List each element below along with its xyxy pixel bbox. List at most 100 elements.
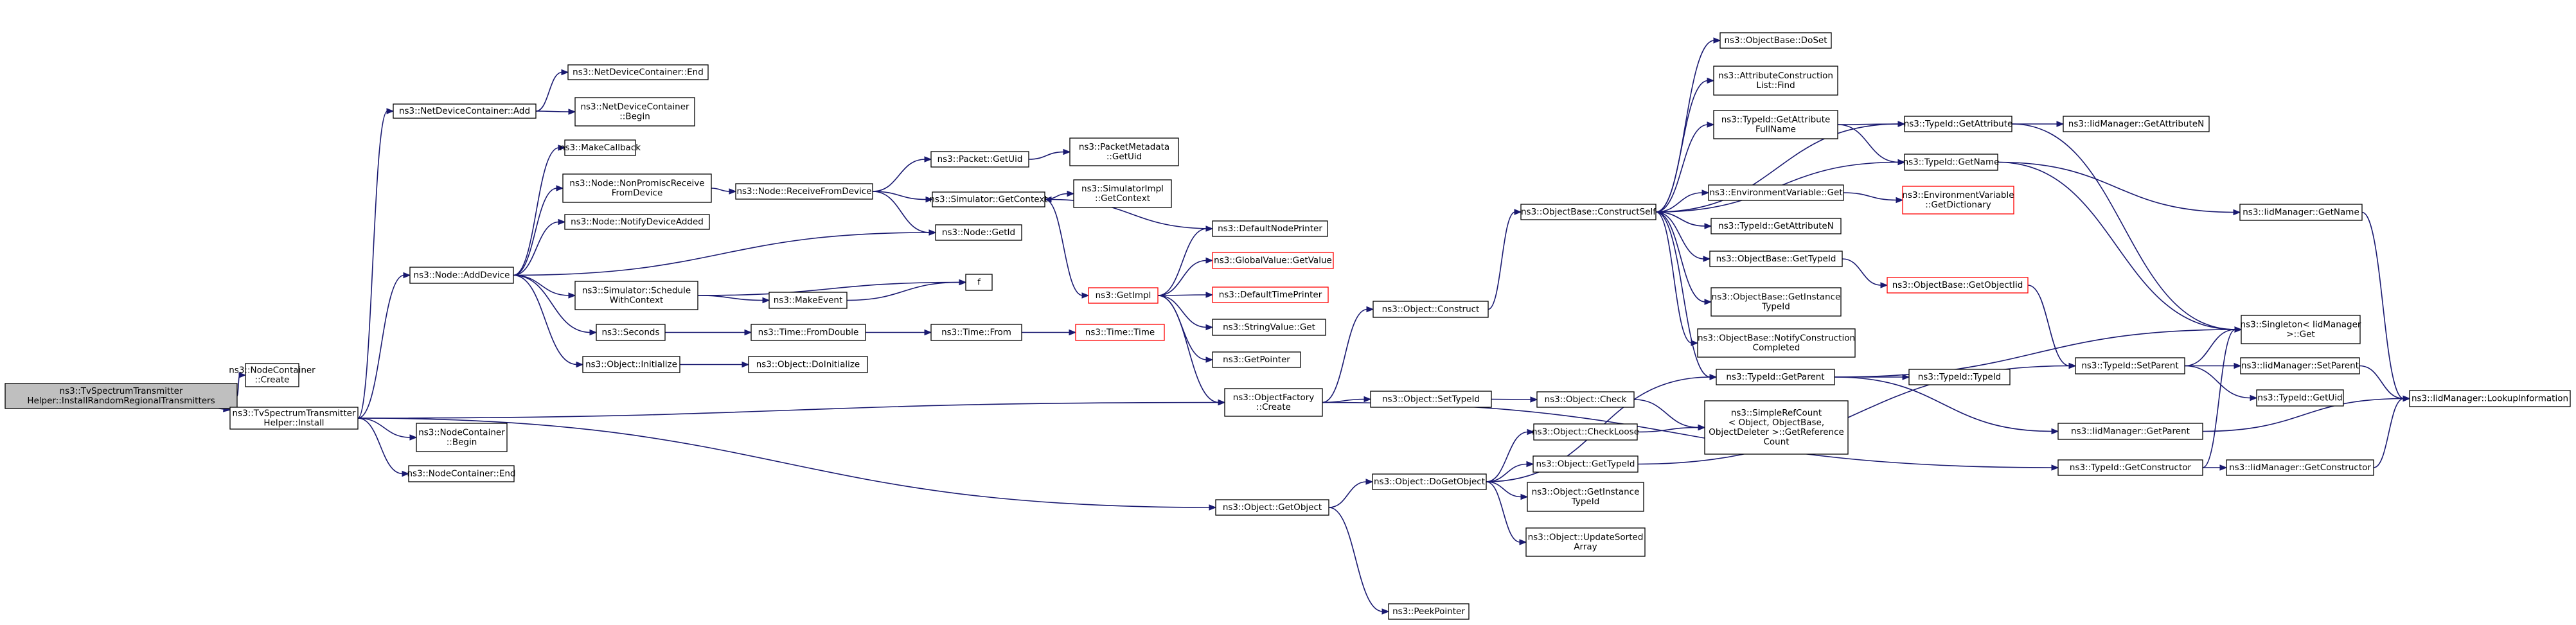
node-doGetObject[interactable]: ns3::Object::DoGetObject	[1372, 473, 1487, 490]
node-receiveFrom[interactable]: ns3::Node::ReceiveFromDevice	[735, 183, 873, 200]
edge-constructSelf-to-attrListFind	[1655, 77, 1715, 213]
edge-arrowhead	[1514, 209, 1522, 215]
node-constructSelf[interactable]: ns3::ObjectBase::ConstructSelf	[1520, 204, 1657, 220]
node-fromDouble[interactable]: ns3::Time::FromDouble	[751, 324, 866, 341]
node-nodeGetId[interactable]: ns3::Node::GetId	[935, 224, 1022, 241]
node-iidSetParent[interactable]: ns3::IidManager::SetParent	[2240, 357, 2360, 374]
node-addDevice[interactable]: ns3::Node::AddDevice	[409, 267, 514, 284]
node-globalValueGetValue[interactable]: ns3::GlobalValue::GetValue	[1212, 252, 1334, 269]
node-packetGetUid[interactable]: ns3::Packet::GetUid	[930, 151, 1029, 168]
node-root[interactable]: ns3::TvSpectrumTransmitterHelper::Instal…	[4, 383, 238, 409]
node-iidLookupInformation[interactable]: ns3::IidManager::LookupInformation	[2409, 390, 2571, 407]
node-seconds[interactable]: ns3::Seconds	[596, 324, 666, 341]
node-envGetDict[interactable]: ns3::EnvironmentVariable::GetDictionary	[1902, 186, 2014, 215]
edge-iidSetParent-to-iidLookupInformation	[2359, 365, 2411, 402]
node-simImplGetContext[interactable]: ns3::SimulatorImpl::GetContext	[1073, 179, 1172, 208]
node-label: ns3::ObjectBase::GetTypeId	[1716, 254, 1836, 264]
node-label: < Object, ObjectBase,	[1728, 418, 1824, 428]
node-stringValueGet[interactable]: ns3::StringValue::Get	[1212, 319, 1326, 336]
node-defaultTimePrinter[interactable]: ns3::DefaultTimePrinter	[1212, 286, 1329, 303]
node-getImpl[interactable]: ns3::GetImpl	[1088, 287, 1159, 304]
node-typeIdTypeId[interactable]: ns3::TypeId::TypeId	[1908, 369, 2011, 385]
edge-line	[1655, 211, 1711, 378]
edge-arrowhead	[556, 185, 564, 191]
node-typeIdGetUid[interactable]: ns3::TypeId::GetUid	[2256, 389, 2344, 407]
node-objCheckLoose[interactable]: ns3::Object::CheckLoose	[1532, 423, 1639, 441]
node-objFactoryCreate[interactable]: ns3::ObjectFactory::Create	[1224, 388, 1323, 417]
edge-line	[1328, 507, 1383, 612]
node-label: ns3::ObjectBase::GetInstance	[1712, 292, 1841, 303]
node-objCheck[interactable]: ns3::Object::Check	[1536, 391, 1635, 408]
node-box	[1709, 251, 1843, 267]
node-install[interactable]: ns3::TvSpectrumTransmitterHelper::Instal…	[229, 407, 359, 430]
node-ndcAdd[interactable]: ns3::NetDeviceContainer::Add	[393, 103, 537, 119]
node-ndcEnd[interactable]: ns3::NetDeviceContainer::End	[567, 64, 709, 80]
edge-arrowhead	[2403, 395, 2411, 402]
node-typeIdGetAttributeN[interactable]: ns3::TypeId::GetAttributeN	[1710, 218, 1842, 234]
node-typeIdGetAttribute[interactable]: ns3::TypeId::GetAttribute	[1904, 116, 2013, 132]
node-typeIdGetConstructor[interactable]: ns3::TypeId::GetConstructor	[2057, 459, 2203, 476]
edge-objFactoryCreate-to-objConstruct	[1322, 306, 1374, 403]
node-peekPointer[interactable]: ns3::PeekPointer	[1388, 603, 1470, 620]
node-iidGetParent[interactable]: ns3::IidManager::GetParent	[2057, 423, 2203, 440]
node-objBaseDoSet[interactable]: ns3::ObjectBase::DoSet	[1719, 32, 1832, 49]
node-ncCreate[interactable]: ns3::NodeContainer::Create	[229, 363, 315, 387]
node-objBaseGetObjectIid[interactable]: ns3::ObjectBase::GetObjectIid	[1887, 277, 2029, 294]
node-objInitialize[interactable]: ns3::Object::Initialize	[582, 356, 680, 373]
node-typeIdSetParent[interactable]: ns3::TypeId::SetParent	[2075, 357, 2185, 374]
edge-getImpl-to-objFactoryCreate	[1157, 295, 1226, 406]
node-makeEvent[interactable]: ns3::MakeEvent	[768, 292, 848, 309]
node-label: ns3::IidManager::SetParent	[2241, 361, 2359, 371]
node-getPointer[interactable]: ns3::GetPointer	[1212, 351, 1301, 368]
node-timeTime[interactable]: ns3::Time::Time	[1075, 324, 1165, 341]
edge-addDevice-to-nonPromisc	[513, 185, 564, 276]
node-objGetObject[interactable]: ns3::Object::GetObject	[1215, 499, 1329, 516]
node-makeCallback[interactable]: ns3::MakeCallback	[560, 139, 641, 156]
edge-line	[357, 418, 404, 475]
node-pktMetaGetUid[interactable]: ns3::PacketMetadata::GetUid	[1069, 137, 1179, 166]
node-singletonGet[interactable]: ns3::Singleton< IidManager>::Get	[2241, 315, 2361, 344]
node-objConstruct[interactable]: ns3::Object::Construct	[1372, 301, 1489, 318]
edge-addDevice-to-seconds	[513, 274, 598, 336]
node-label: ns3::TypeId::GetAttributeN	[1718, 221, 1834, 231]
edge-line	[2027, 285, 2070, 367]
node-doInitialize[interactable]: ns3::Object::DoInitialize	[748, 356, 868, 373]
edge-typeIdSetParent-to-singletonGet	[2184, 326, 2243, 367]
node-iidGetName[interactable]: ns3::IidManager::GetName	[2239, 204, 2363, 221]
node-ncBegin[interactable]: ns3::NodeContainer::Begin	[416, 423, 508, 452]
edge-arrowhead	[1381, 608, 1390, 615]
node-label: Helper::InstallRandomRegionalTransmitter…	[27, 396, 215, 406]
edge-line	[1842, 258, 1882, 286]
edge-line	[1486, 481, 1521, 543]
node-notifyDev[interactable]: ns3::Node::NotifyDeviceAdded	[564, 214, 710, 230]
node-iidGetConstructor[interactable]: ns3::IidManager::GetConstructor	[2226, 459, 2374, 476]
node-box	[1372, 301, 1489, 318]
node-objBaseGetTypeId[interactable]: ns3::ObjectBase::GetTypeId	[1709, 251, 1843, 267]
node-setTypeId[interactable]: ns3::Object::SetTypeId	[1370, 391, 1492, 408]
node-simGetContext[interactable]: ns3::Simulator::GetContext	[929, 191, 1048, 207]
node-box	[416, 423, 508, 452]
node-f[interactable]: f	[965, 274, 993, 291]
node-ndcBegin[interactable]: ns3::NetDeviceContainer::Begin	[574, 97, 695, 127]
node-box	[1902, 186, 2014, 215]
node-typeIdGetParent[interactable]: ns3::TypeId::GetParent	[1716, 369, 1835, 385]
node-objGetTypeId[interactable]: ns3::Object::GetTypeId	[1532, 455, 1639, 473]
node-iidGetAttributeN[interactable]: ns3::IidManager::GetAttributeN	[2063, 116, 2210, 132]
node-box	[1719, 32, 1832, 49]
node-simpleRefCount[interactable]: ns3::SimpleRefCount< Object, ObjectBase,…	[1704, 400, 1849, 455]
node-envGet[interactable]: ns3::EnvironmentVariable::Get	[1708, 184, 1844, 201]
node-ncEnd[interactable]: ns3::NodeContainer::End	[407, 465, 516, 482]
edge-getImpl-to-defaultTimePrinter	[1157, 292, 1214, 298]
node-box	[1212, 252, 1334, 269]
node-defaultNodePrinter[interactable]: ns3::DefaultNodePrinter	[1212, 220, 1328, 237]
node-timeFrom[interactable]: ns3::Time::From	[930, 324, 1022, 341]
node-notifyConstruction[interactable]: ns3::ObjectBase::NotifyConstructionCompl…	[1697, 328, 1856, 358]
node-typeIdGetName[interactable]: ns3::TypeId::GetName	[1903, 154, 2000, 171]
